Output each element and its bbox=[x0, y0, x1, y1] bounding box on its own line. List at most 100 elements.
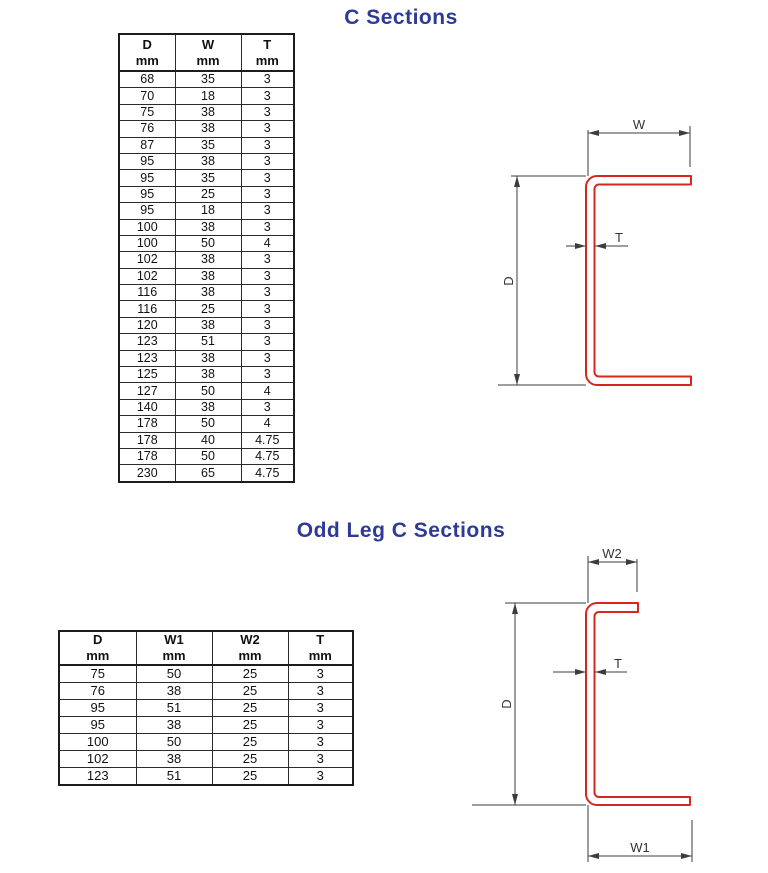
table-cell: 102 bbox=[58, 750, 137, 768]
table-cell: 3 bbox=[240, 366, 295, 384]
table-cell: 75 bbox=[58, 664, 137, 683]
table-cell: 123 bbox=[58, 767, 137, 786]
table-cell: 25 bbox=[211, 682, 289, 700]
c-section-diagram: W D T bbox=[498, 117, 692, 386]
table-cell: 3 bbox=[240, 316, 295, 335]
table-cell: 38 bbox=[174, 349, 242, 368]
table-cell: 3 bbox=[287, 733, 354, 751]
table-cell: 25 bbox=[174, 300, 242, 318]
table-cell: 102 bbox=[118, 267, 176, 286]
dim-label-t: T bbox=[614, 656, 622, 671]
table-cell: 4 bbox=[240, 415, 295, 433]
table-cell: 3 bbox=[287, 767, 354, 786]
table-cell: 3 bbox=[240, 185, 295, 204]
odd-leg-c-sections-title: Odd Leg C Sections bbox=[296, 519, 506, 542]
table-cell: 3 bbox=[287, 716, 354, 734]
table-cell: 3 bbox=[240, 120, 295, 138]
table-cell: 3 bbox=[287, 699, 354, 717]
table-cell: 3 bbox=[240, 202, 295, 220]
table-cell: 3 bbox=[240, 251, 295, 269]
table-cell: 25 bbox=[211, 664, 289, 683]
table-cell: 3 bbox=[240, 267, 295, 286]
c-sections-title: C Sections bbox=[344, 6, 458, 29]
table-cell: 3 bbox=[240, 349, 295, 368]
table-cell: 18 bbox=[174, 87, 242, 105]
table-cell: 3 bbox=[240, 169, 295, 187]
dim-label-d: D bbox=[499, 699, 514, 708]
table-cell: 25 bbox=[211, 716, 289, 734]
table-cell: 50 bbox=[135, 733, 213, 751]
table-cell: 95 bbox=[58, 699, 137, 717]
table-cell: 3 bbox=[240, 284, 295, 302]
table-cell: 35 bbox=[174, 70, 242, 89]
table-cell: 95 bbox=[58, 716, 137, 734]
table-cell: 38 bbox=[174, 103, 242, 122]
table-cell: 38 bbox=[174, 366, 242, 384]
table-cell: 38 bbox=[135, 750, 213, 768]
table-cell: 70 bbox=[118, 87, 176, 105]
table-cell: 38 bbox=[174, 120, 242, 138]
table-cell: 51 bbox=[135, 699, 213, 717]
table-cell: 4.75 bbox=[240, 431, 295, 449]
table-cell: 3 bbox=[240, 333, 295, 351]
table-cell: 178 bbox=[118, 415, 176, 433]
table-cell: 76 bbox=[58, 682, 137, 700]
table-cell: 95 bbox=[118, 169, 176, 187]
table-cell: 140 bbox=[118, 398, 176, 417]
dim-label-w: W bbox=[633, 117, 646, 132]
table-cell: 3 bbox=[287, 682, 354, 700]
table-cell: 4 bbox=[240, 382, 295, 400]
table-cell: 3 bbox=[240, 398, 295, 417]
table-cell: 38 bbox=[174, 316, 242, 335]
table-cell: 38 bbox=[174, 218, 242, 236]
table-cell: 3 bbox=[240, 218, 295, 236]
table-cell: 95 bbox=[118, 185, 176, 204]
table-cell: 4.75 bbox=[240, 464, 295, 483]
table-cell: 3 bbox=[240, 70, 295, 89]
table-cell: 25 bbox=[211, 733, 289, 751]
table-cell: 3 bbox=[240, 87, 295, 105]
table-cell: 3 bbox=[240, 152, 295, 171]
table-cell: 116 bbox=[118, 284, 176, 302]
table-cell: 95 bbox=[118, 202, 176, 220]
table-cell: 25 bbox=[211, 750, 289, 768]
table-cell: 100 bbox=[58, 733, 137, 751]
table-cell: 178 bbox=[118, 431, 176, 449]
table-cell: 51 bbox=[174, 333, 242, 351]
table-cell: 3 bbox=[287, 664, 354, 683]
table-cell: 18 bbox=[174, 202, 242, 220]
table-cell: 3 bbox=[240, 136, 295, 154]
c-profile-outline bbox=[585, 175, 692, 386]
table-cell: 100 bbox=[118, 234, 176, 253]
table-cell: 38 bbox=[174, 267, 242, 286]
table-cell: 38 bbox=[174, 251, 242, 269]
table-cell: 38 bbox=[174, 398, 242, 417]
table-cell: 75 bbox=[118, 103, 176, 122]
